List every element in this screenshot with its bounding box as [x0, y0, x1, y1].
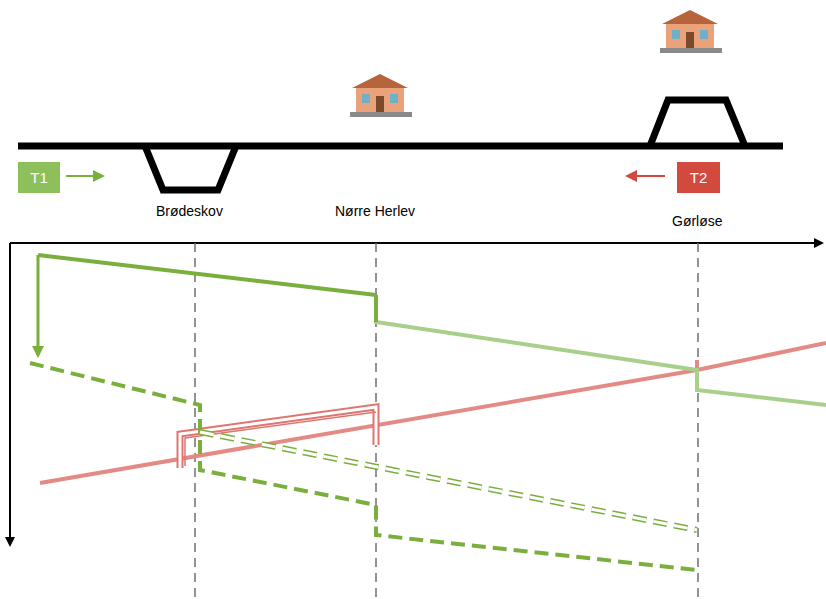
direction-arrow [66, 175, 102, 177]
direction-arrow [628, 175, 665, 177]
train-path [376, 295, 826, 405]
station-icon [660, 10, 722, 53]
siding [650, 100, 745, 146]
delayed-path [30, 363, 697, 570]
train-id: T1 [30, 169, 48, 186]
siding [145, 146, 236, 190]
alternative-path [200, 432, 697, 530]
station-name: Gørløse [670, 213, 725, 229]
station-icon [350, 74, 412, 117]
track [18, 143, 783, 150]
station-name: Brødeskov [154, 203, 225, 219]
station-name: Nørre Herlev [333, 203, 417, 219]
train-path [38, 255, 376, 295]
train-badge: T2 [677, 162, 720, 193]
delay-arrow [37, 255, 40, 355]
train-path [40, 343, 826, 483]
train-badge: T1 [18, 162, 60, 193]
distance-axis [10, 242, 822, 244]
train-id: T2 [690, 169, 708, 186]
time-axis [9, 243, 11, 545]
